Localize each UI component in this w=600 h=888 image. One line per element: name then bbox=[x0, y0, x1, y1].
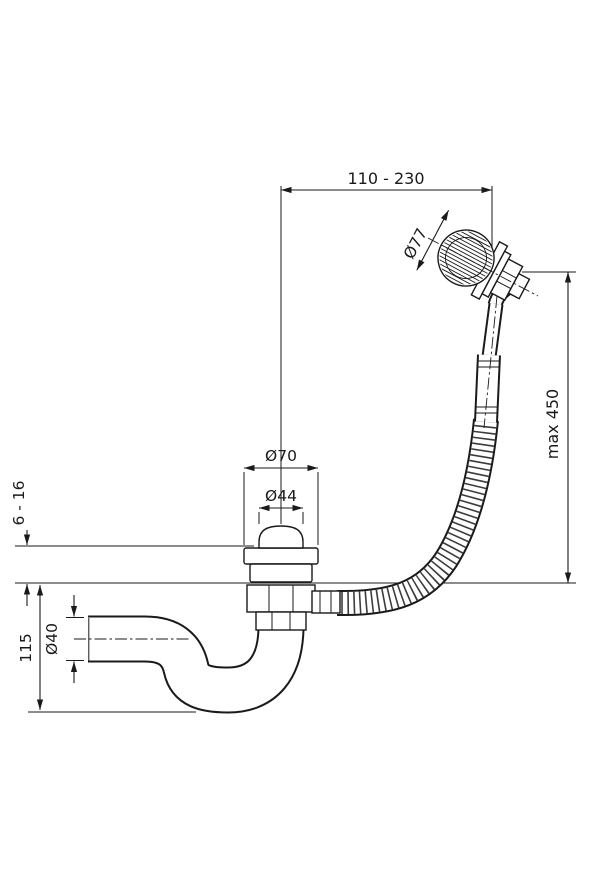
dim-flange-diameter-label: Ø70 bbox=[265, 447, 297, 465]
tube-centerline bbox=[483, 295, 498, 429]
dim-hose-max-label: max 450 bbox=[543, 389, 562, 459]
drain-locknut bbox=[246, 584, 316, 613]
drain-plug bbox=[258, 525, 304, 549]
dim-trap-depth-label: 115 bbox=[17, 633, 35, 663]
drain-flange bbox=[243, 547, 319, 565]
corrugated-overflow-hose bbox=[331, 418, 499, 616]
dim-panel-thickness-label: 6 - 16 bbox=[10, 480, 28, 525]
drain-pipe-trap bbox=[88, 600, 305, 714]
dim-cap-diameter-line bbox=[416, 209, 450, 271]
dim-cap-diameter-label: Ø77 bbox=[400, 225, 431, 262]
dim-plug-diameter-label: Ø44 bbox=[265, 487, 297, 505]
dim-top-span-label: 110 - 230 bbox=[347, 169, 424, 188]
dim-pipe-diameter-label: Ø40 bbox=[43, 623, 61, 655]
drain-assembly bbox=[243, 525, 341, 631]
extension-lines bbox=[15, 186, 576, 713]
hose-coupling-nut bbox=[311, 590, 341, 614]
